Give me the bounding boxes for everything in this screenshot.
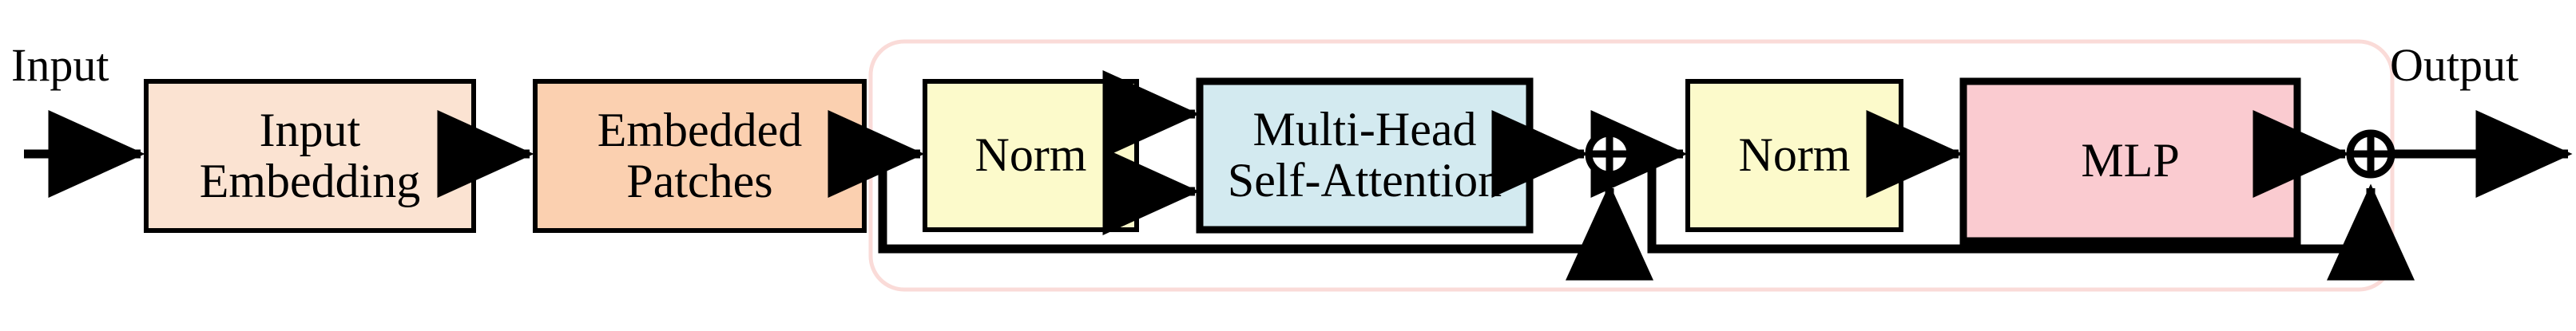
input-label: Input	[11, 39, 109, 91]
connection-residual-1	[878, 154, 1653, 281]
block-mlp-rect	[1959, 77, 2301, 245]
plus-circle-icon-add-1	[1585, 129, 1634, 179]
block-norm-2-rect	[1685, 79, 1903, 232]
block-multi-head-self-attention-rect	[1196, 77, 1534, 234]
block-norm-1-rect	[923, 79, 1139, 232]
plus-circle-icon-add-2	[2346, 129, 2395, 179]
block-embedded-patches-rect	[533, 79, 867, 233]
output-label: Output	[2390, 39, 2519, 91]
connection-residual-2	[1647, 154, 2415, 281]
block-input-embedding-rect	[144, 79, 476, 233]
